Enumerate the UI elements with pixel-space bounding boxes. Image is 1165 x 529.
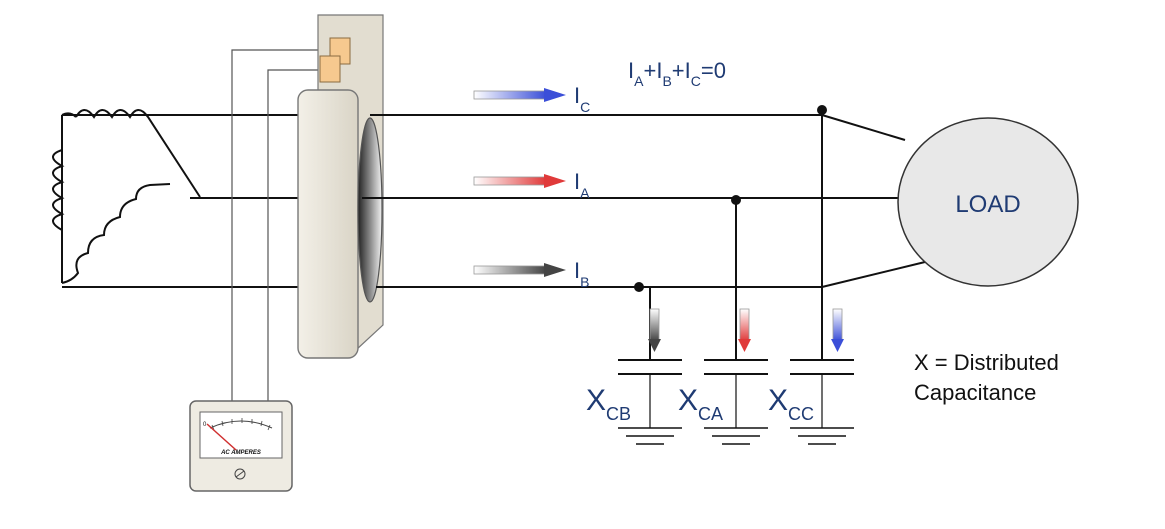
capacitor-cc xyxy=(790,359,854,445)
current-label-a: IA xyxy=(574,169,590,201)
capacitor-label-cc: XCC xyxy=(768,384,814,424)
capacitor-label-ca: XCA xyxy=(678,384,723,424)
meter-leads xyxy=(231,49,330,412)
capacitor-cb xyxy=(618,359,682,445)
meter-dial-text: AC AMPERES xyxy=(220,450,261,456)
load-label: LOAD xyxy=(955,191,1020,218)
capacitor-ca xyxy=(704,359,768,445)
capacitor-label-cb: XCB xyxy=(586,384,631,424)
current-arrow-c xyxy=(473,88,566,102)
meter-scale xyxy=(209,420,273,429)
capacitor-taps xyxy=(634,105,827,360)
load: LOAD xyxy=(897,117,1079,287)
meter-zero-label: 0 xyxy=(203,422,207,428)
leakage-arrow-ca xyxy=(738,308,751,352)
legend-line-2: Capacitance xyxy=(914,380,1036,405)
meter-needle xyxy=(206,423,237,451)
node-dot xyxy=(731,195,741,205)
legend-line-1: X = Distributed xyxy=(914,350,1059,375)
current-label-c: IC xyxy=(574,83,590,115)
leakage-arrow-cc xyxy=(831,308,844,352)
phase-wires xyxy=(62,114,926,288)
node-dot xyxy=(634,282,644,292)
kirchhoff-equation: IA+IB+IC=0 xyxy=(628,58,726,89)
current-label-b: IB xyxy=(574,258,589,290)
current-arrow-b xyxy=(473,263,566,277)
current-transformer xyxy=(297,14,384,359)
ct-terminal-2 xyxy=(319,55,341,83)
delta-source xyxy=(52,109,201,284)
node-dot xyxy=(817,105,827,115)
leakage-arrow-cb xyxy=(648,308,661,352)
current-arrow-a xyxy=(473,174,566,188)
ammeter: 0 AC AMPERES xyxy=(189,400,293,492)
